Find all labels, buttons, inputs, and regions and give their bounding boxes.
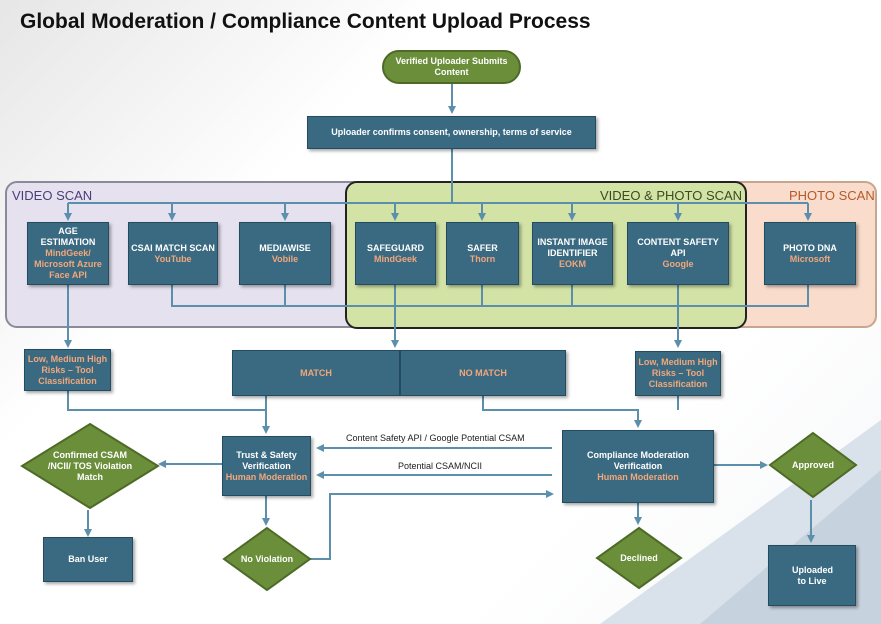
risk-label: Low, Medium High Risks – Tool Classifica… <box>638 357 718 389</box>
uploaded-to-live-box: Uploaded to Live <box>768 545 856 606</box>
tool-csai-match: CSAI MATCH SCAN YouTube <box>128 222 218 285</box>
tool-vendor: Vobile <box>271 253 299 264</box>
tool-mediawise: MEDIAWISE Vobile <box>239 222 331 285</box>
no-match-box: NO MATCH <box>400 350 566 396</box>
tool-name: PHOTO DNA <box>783 242 837 253</box>
tool-safer: SAFER Thorn <box>446 222 519 285</box>
photo-scan-label: PHOTO SCAN <box>789 188 875 203</box>
trust-safety-sub: Human Moderation <box>225 471 308 482</box>
tool-vendor: MindGeek <box>373 253 417 264</box>
tool-vendor: Microsoft <box>789 253 831 264</box>
tool-name: MEDIAWISE <box>259 242 311 253</box>
ban-user-label: Ban User <box>68 554 108 564</box>
tool-name: AGE ESTIMATION <box>40 226 96 247</box>
no-match-label: NO MATCH <box>459 367 507 378</box>
tool-name: SAFEGUARD <box>366 242 424 253</box>
compliance-sub: Human Moderation <box>597 472 679 482</box>
risk-classification-left: Low, Medium High Risks – Tool Classifica… <box>24 349 111 391</box>
diamond-shape <box>222 526 312 592</box>
confirmed-violation-decision: Confirmed CSAM /NCII/ TOS Violation Matc… <box>20 422 160 510</box>
tool-instant-image-identifier: INSTANT IMAGE IDENTIFIER EOKM <box>532 222 613 285</box>
tool-name: CSAI MATCH SCAN <box>131 242 215 253</box>
ban-user-box: Ban User <box>43 537 133 582</box>
start-label: Verified Uploader Submits Content <box>395 56 508 77</box>
video-scan-label: VIDEO SCAN <box>12 188 93 203</box>
tool-vendor: Thorn <box>469 253 496 264</box>
approved-label: Approved <box>791 459 834 470</box>
diamond-shape <box>20 422 160 510</box>
compliance-moderation-verification: Compliance Moderation Verification Human… <box>562 430 714 503</box>
uploader-confirms-box: Uploader confirms consent, ownership, te… <box>307 116 596 149</box>
trust-safety-verification: Trust & Safety Verification Human Modera… <box>222 436 311 496</box>
no-violation-label: No Violation <box>240 553 294 564</box>
tool-safeguard: SAFEGUARD MindGeek <box>355 222 436 285</box>
tool-age-estimation: AGE ESTIMATION MindGeek/ Microsoft Azure… <box>27 222 109 285</box>
tool-name: SAFER <box>467 242 498 253</box>
video-photo-scan-label: VIDEO & PHOTO SCAN <box>600 188 743 203</box>
diagram-title: Global Moderation / Compliance Content U… <box>20 10 591 33</box>
uploaded-label: Uploaded to Live <box>792 564 834 586</box>
uploader-confirms-label: Uploader confirms consent, ownership, te… <box>331 127 572 137</box>
match-box: MATCH <box>232 350 400 396</box>
match-label: MATCH <box>300 367 332 378</box>
edge-label-csam: Content Safety API / Google Potential CS… <box>346 433 525 443</box>
tool-vendor: MindGeek/ Microsoft Azure Face API <box>34 248 102 280</box>
tool-vendor: Google <box>662 259 694 269</box>
diamond-shape <box>768 431 858 499</box>
edge-label-ncii: Potential CSAM/NCII <box>398 461 483 471</box>
compliance-title: Compliance Moderation Verification <box>586 450 689 471</box>
diamond-shape <box>595 526 683 590</box>
declined-label: Declined <box>620 552 658 563</box>
risk-classification-right: Low, Medium High Risks – Tool Classifica… <box>635 351 721 396</box>
risk-label: Low, Medium High Risks – Tool Classifica… <box>27 353 108 386</box>
tool-vendor: YouTube <box>154 253 192 264</box>
tool-name: CONTENT SAFETY API <box>637 237 719 258</box>
approved-decision: Approved <box>768 431 858 499</box>
tool-photo-dna: PHOTO DNA Microsoft <box>764 222 856 285</box>
start-submit-node: Verified Uploader Submits Content <box>382 50 521 84</box>
tool-name: INSTANT IMAGE IDENTIFIER <box>537 237 608 258</box>
tool-vendor: EOKM <box>559 259 586 269</box>
trust-safety-title: Trust & Safety Verification <box>236 449 297 471</box>
declined-decision: Declined <box>595 526 683 590</box>
tool-content-safety-api: CONTENT SAFETY API Google <box>627 222 729 285</box>
no-violation-decision: No Violation <box>222 526 312 592</box>
confirmed-label: Confirmed CSAM /NCII/ TOS Violation Matc… <box>47 449 133 482</box>
